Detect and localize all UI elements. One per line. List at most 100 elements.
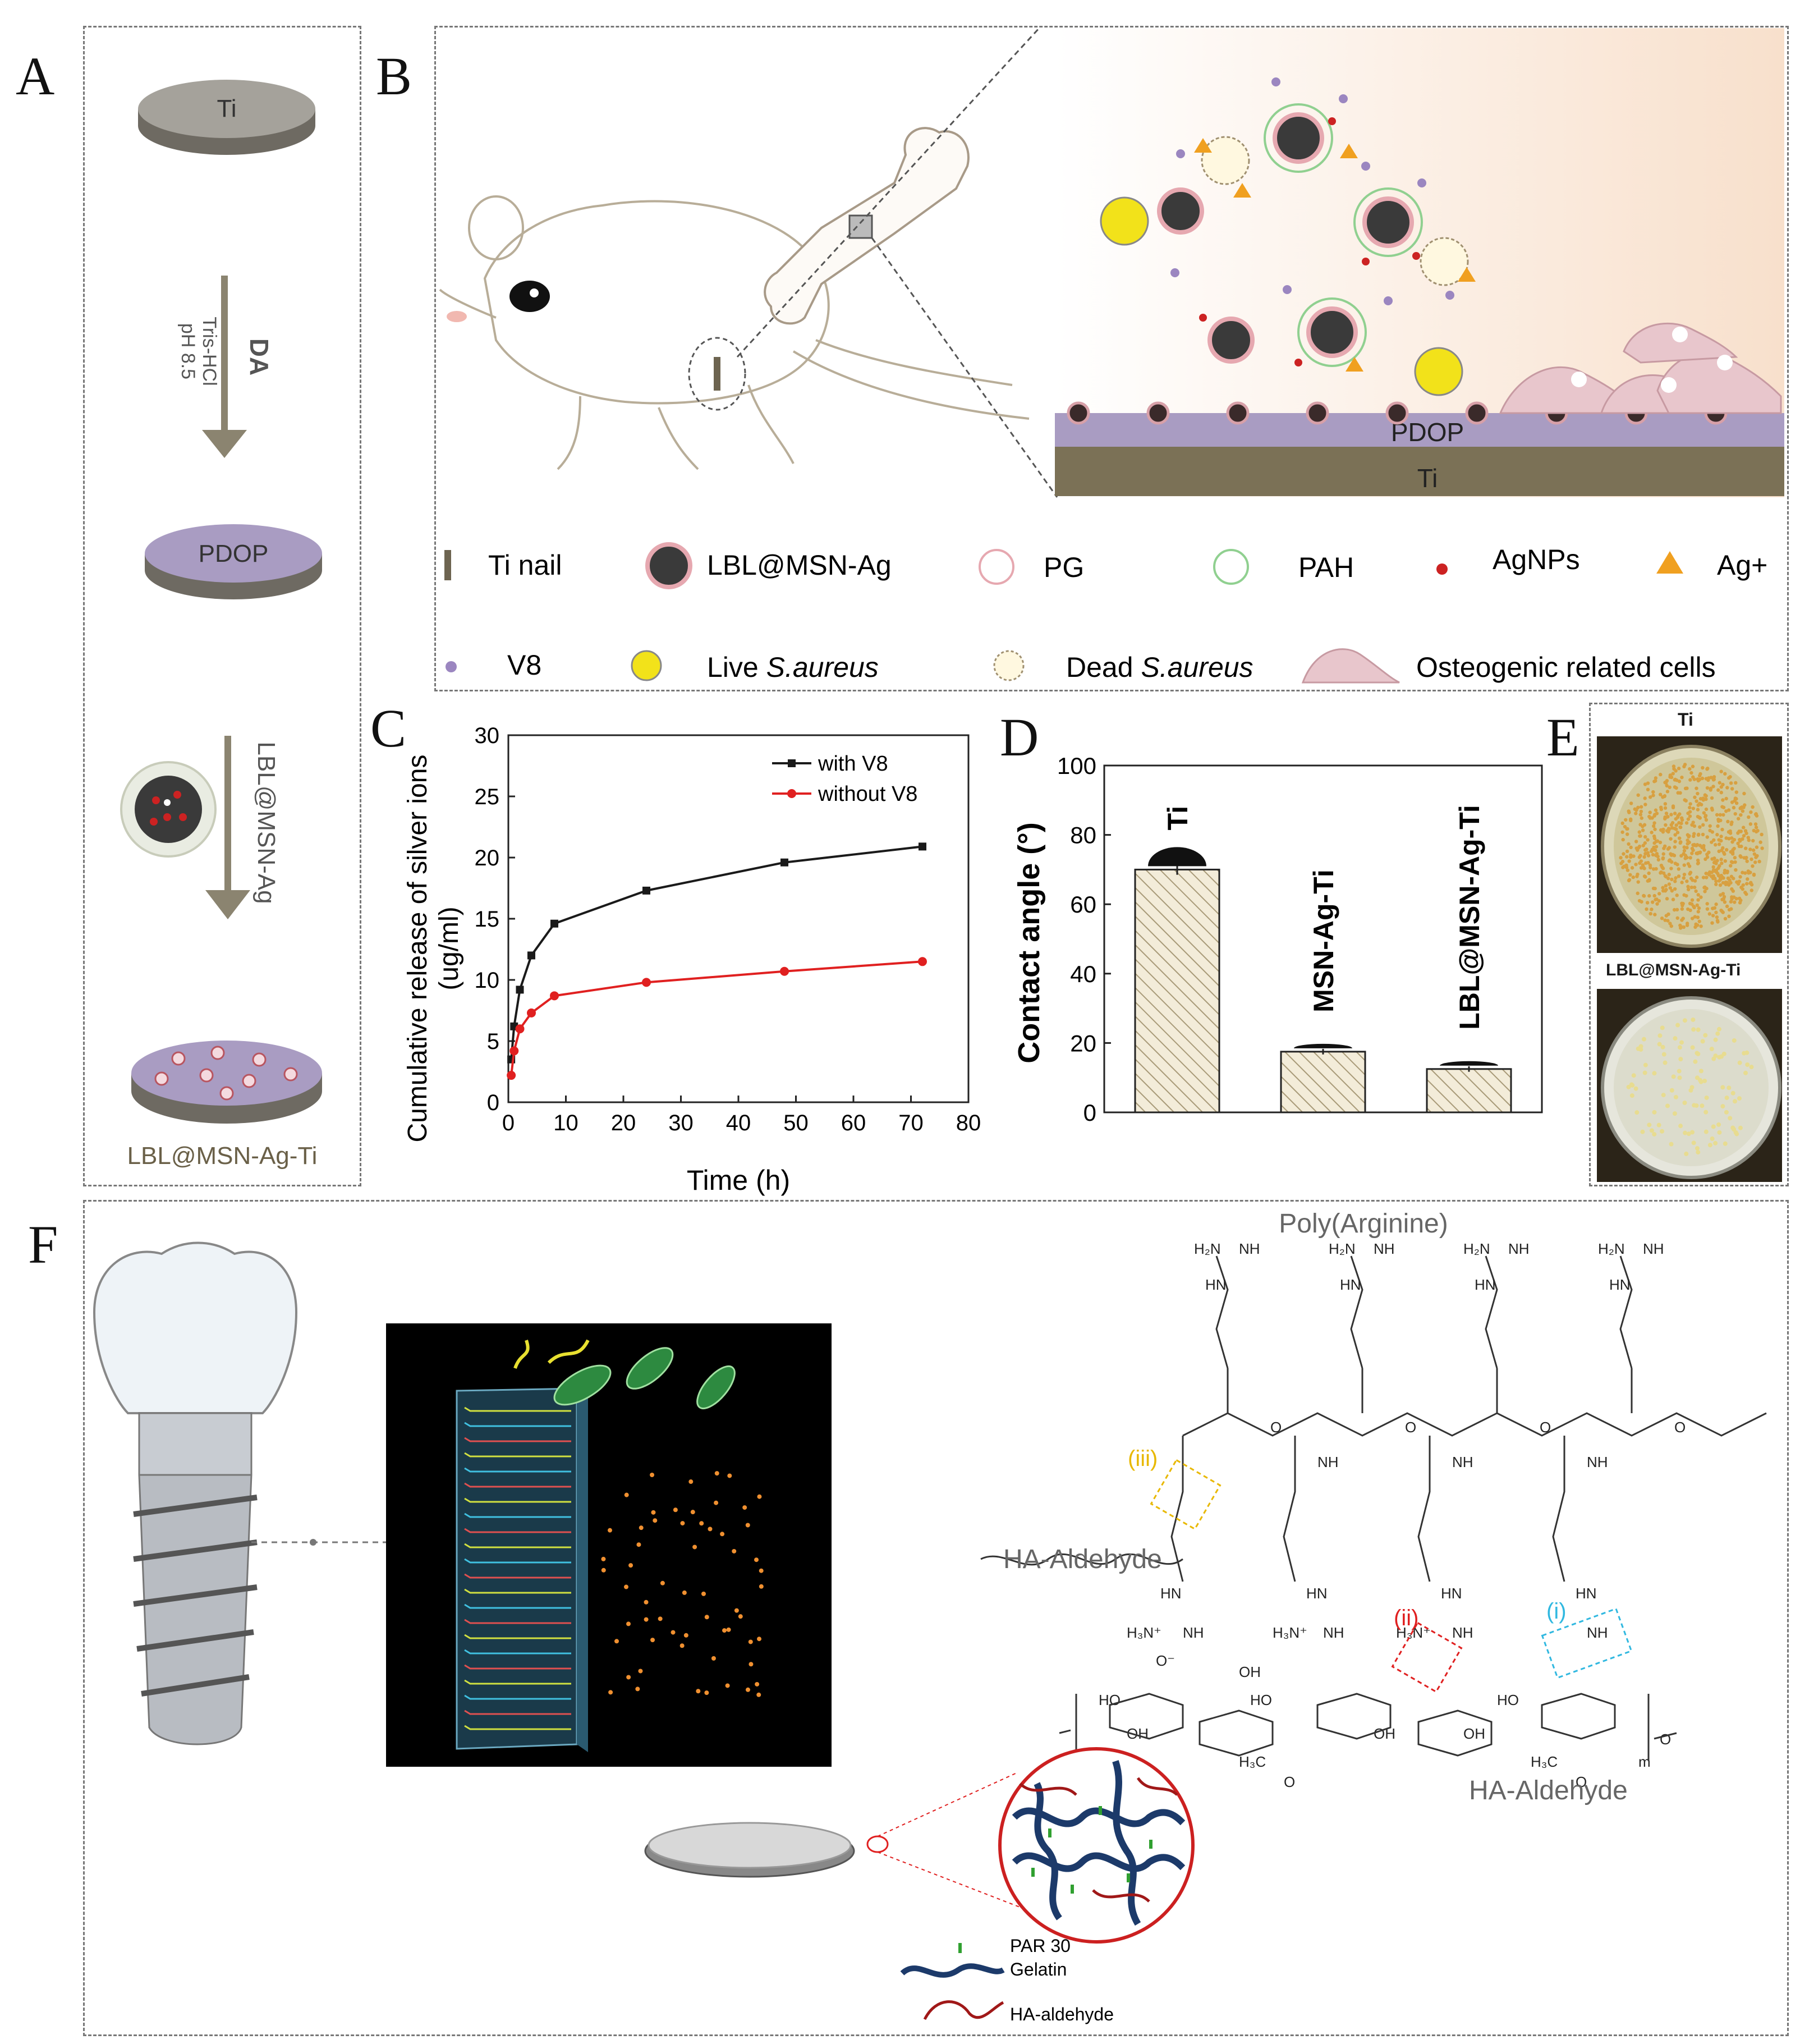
colony-dot bbox=[1752, 872, 1756, 877]
colony-dot bbox=[1713, 1037, 1718, 1042]
colony-dot bbox=[1733, 856, 1737, 860]
live-s-aureus-icon bbox=[1100, 196, 1463, 396]
colony-dot bbox=[1658, 840, 1663, 845]
chart-c-ytick-label: 25 bbox=[475, 785, 500, 809]
mesh-strand bbox=[464, 1710, 571, 1715]
colony-dot bbox=[1629, 1093, 1634, 1098]
colony-dot bbox=[1751, 805, 1755, 809]
colony-dot bbox=[1689, 876, 1693, 881]
colony-dot bbox=[1696, 1027, 1701, 1032]
colony-dot bbox=[1726, 819, 1730, 824]
colony-dot bbox=[1734, 801, 1739, 805]
plate-ti-label: Ti bbox=[1678, 709, 1693, 730]
colony-dot bbox=[1696, 910, 1700, 914]
colony-dot bbox=[1640, 900, 1643, 904]
colony-dot bbox=[1744, 855, 1748, 860]
colony-dot bbox=[1693, 915, 1697, 919]
colony-dot bbox=[1721, 813, 1725, 817]
chart-d-ylabel: Contact angle (°) bbox=[1012, 822, 1046, 1064]
colony-dot bbox=[1757, 859, 1761, 864]
colony-dot bbox=[1657, 1042, 1662, 1047]
colony-dot bbox=[1688, 805, 1692, 810]
colony-dot bbox=[1745, 882, 1749, 886]
colony-dot bbox=[1639, 859, 1643, 863]
colony-dot bbox=[1636, 805, 1640, 810]
colony-dot bbox=[1627, 809, 1631, 813]
colony-dot bbox=[1625, 849, 1629, 854]
chem-hn-5: HN bbox=[1160, 1585, 1182, 1602]
colony-dot bbox=[1639, 809, 1643, 814]
legend-ag-ion-label: Ag+ bbox=[1717, 549, 1767, 581]
colony-dot bbox=[1715, 859, 1719, 863]
colony-dot bbox=[1701, 823, 1705, 827]
colony-dot bbox=[1748, 870, 1752, 874]
peptide-dot bbox=[624, 1584, 629, 1589]
colony-dot bbox=[1738, 1125, 1743, 1130]
colony-dot bbox=[1695, 903, 1699, 908]
legend-par30-icon bbox=[958, 1943, 962, 1953]
mesh-strand bbox=[464, 1694, 571, 1700]
mesh-strand bbox=[464, 1664, 571, 1670]
peptide-dot bbox=[639, 1525, 644, 1530]
colony-dot bbox=[1649, 865, 1652, 870]
colony-dot bbox=[1746, 836, 1750, 840]
peptide-dot bbox=[714, 1471, 719, 1476]
colony-dot bbox=[1663, 802, 1668, 806]
chart-c-xtick-label: 60 bbox=[841, 1111, 866, 1135]
colony-dot bbox=[1702, 844, 1706, 848]
colony-dot bbox=[1692, 1103, 1697, 1108]
colony-dot bbox=[1654, 808, 1658, 812]
colony-dot bbox=[1729, 907, 1733, 911]
colony-dot bbox=[1711, 778, 1716, 782]
arrow-down-icon-2 bbox=[205, 736, 250, 919]
legend-ha-label: HA-aldehyde bbox=[1010, 2004, 1114, 2024]
peptide-dot bbox=[722, 1628, 727, 1633]
colony-dot bbox=[1660, 1025, 1665, 1030]
colony-dot bbox=[1645, 907, 1649, 911]
peptide-dot bbox=[720, 1532, 725, 1537]
colony-dot bbox=[1666, 919, 1670, 923]
colony-dot bbox=[1697, 832, 1701, 837]
chem-nh-5: NH bbox=[1317, 1454, 1339, 1470]
legend-gelatin-icon bbox=[900, 1963, 1005, 1978]
colony-dot bbox=[1673, 785, 1677, 789]
panel-letter-e: E bbox=[1546, 707, 1579, 767]
colony-dot bbox=[1711, 914, 1715, 918]
legend-live-label: Live S.aureus bbox=[707, 652, 879, 683]
chart-d-ytick-label: 100 bbox=[1057, 758, 1096, 779]
mesh-strand bbox=[464, 1558, 571, 1564]
ti-layer bbox=[1055, 447, 1784, 496]
colony-dot bbox=[1741, 826, 1746, 829]
ti-disk-label: Ti bbox=[217, 95, 236, 122]
colony-dot bbox=[1739, 806, 1743, 810]
step1-buffer: Tris-HCl bbox=[199, 317, 220, 386]
colony-dot bbox=[1729, 860, 1734, 864]
colony-dot bbox=[1712, 838, 1716, 842]
colony-dot bbox=[1686, 907, 1690, 911]
colony-dot bbox=[1675, 908, 1679, 912]
chart-c-ytick-label: 0 bbox=[487, 1090, 499, 1115]
peptide-dot bbox=[732, 1548, 737, 1553]
colony-dot bbox=[1760, 832, 1764, 837]
legend-ti-nail-label: Ti nail bbox=[488, 549, 562, 581]
chem-hn-2: HN bbox=[1340, 1276, 1361, 1293]
colony-dot bbox=[1675, 863, 1679, 867]
colony-dot bbox=[1629, 801, 1633, 805]
peptide-dot bbox=[692, 1545, 697, 1550]
chart-d-ytick-label: 0 bbox=[1083, 1099, 1096, 1126]
arrow-down-icon bbox=[202, 276, 247, 458]
colony-dot bbox=[1685, 879, 1689, 883]
pdop-disk-label: PDOP bbox=[199, 540, 269, 567]
bacteria-render-icon bbox=[553, 1347, 736, 1410]
colony-dot bbox=[1696, 808, 1700, 812]
chart-d-bar bbox=[1280, 1051, 1366, 1113]
colony-dot bbox=[1682, 849, 1687, 853]
chart-c-point bbox=[527, 1008, 536, 1018]
panel-f-illustration: Poly(Arginine) H₂N NH H₂N NH H₂N NH H₂N … bbox=[93, 1209, 1767, 2024]
peptide-dot bbox=[635, 1686, 640, 1692]
arginine-backbone bbox=[980, 1255, 1767, 1582]
chart-d-ytick-label: 80 bbox=[1070, 822, 1096, 849]
colony-dot bbox=[1657, 1033, 1663, 1038]
colony-dot bbox=[1640, 816, 1643, 820]
colony-dot bbox=[1688, 814, 1692, 818]
